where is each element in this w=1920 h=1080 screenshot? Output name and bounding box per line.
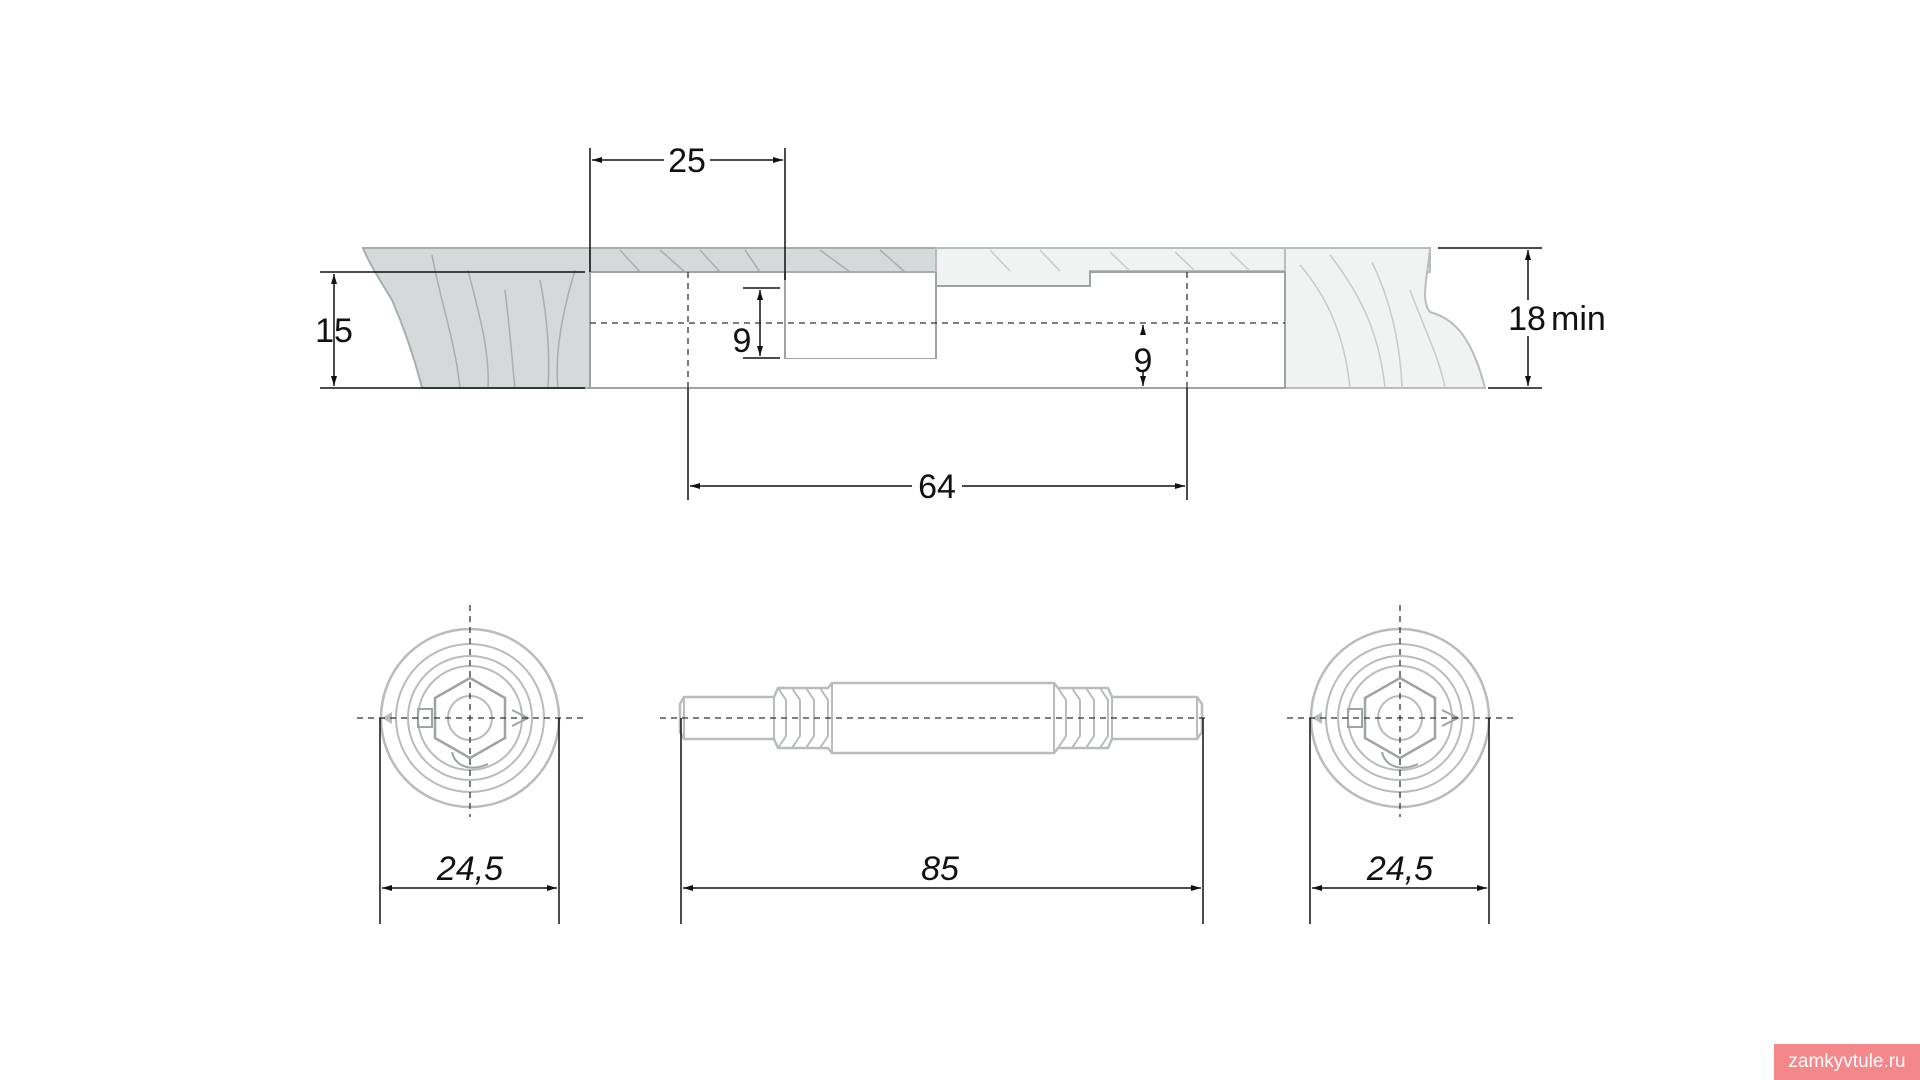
dim-label-85: 85 bbox=[921, 850, 959, 888]
bore-outline bbox=[589, 271, 1286, 389]
dim-label-24-5-right: 24,5 bbox=[1366, 850, 1433, 888]
hex-socket-icon bbox=[1363, 676, 1437, 760]
dim-label-min: min bbox=[1551, 300, 1606, 338]
cam-view-right: 24,5 bbox=[1287, 605, 1513, 924]
dim-label-24-5-left: 24,5 bbox=[436, 850, 503, 888]
dim-label-15: 15 bbox=[315, 312, 353, 350]
dim-label-18: 18 bbox=[1508, 300, 1546, 338]
right-panel bbox=[1284, 247, 1487, 389]
section-view: 25 15 9 9 18 min 64 bbox=[315, 142, 1606, 506]
extension-lines bbox=[320, 148, 1542, 500]
hex-socket-icon bbox=[433, 676, 507, 760]
bore-inner bbox=[785, 280, 936, 358]
dim-label-25: 25 bbox=[668, 142, 706, 180]
section-centerlines bbox=[590, 272, 1285, 388]
dim-label-64: 64 bbox=[918, 468, 956, 506]
dim-label-9-left: 9 bbox=[733, 322, 752, 360]
dowel-view: 85 bbox=[660, 681, 1210, 924]
cam-view-left: 24,5 bbox=[357, 605, 583, 924]
left-panel bbox=[361, 247, 591, 389]
watermark-badge: zamkyvtule.ru bbox=[1774, 1044, 1920, 1080]
dim-label-9-right: 9 bbox=[1134, 342, 1153, 380]
watermark-text: zamkyvtule.ru bbox=[1788, 1051, 1906, 1072]
